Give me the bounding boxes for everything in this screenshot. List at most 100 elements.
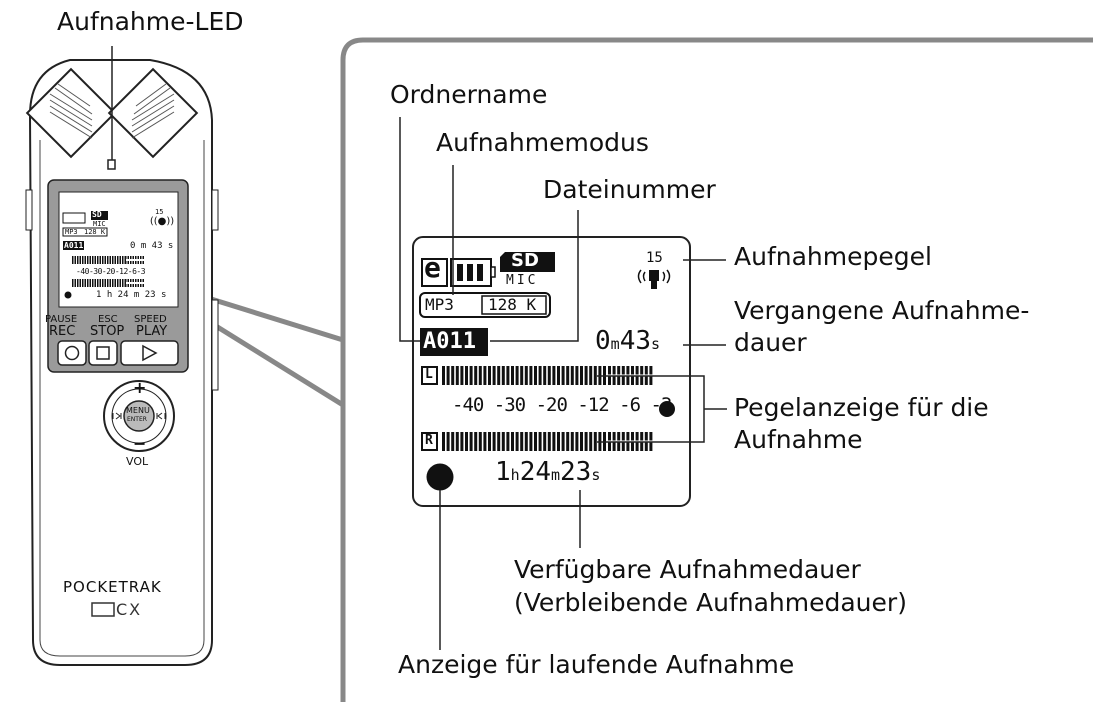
mini-bitrate: 128 K	[84, 228, 106, 236]
label-elapsed-line2: dauer	[734, 328, 807, 357]
sd-label: SD	[511, 250, 539, 271]
mini-battery-icon	[62, 212, 86, 224]
play-button[interactable]	[120, 340, 179, 366]
scale-mark: -12	[577, 394, 609, 416]
meter-segment	[94, 256, 96, 264]
meter-segment	[451, 366, 455, 385]
callout-line-file	[490, 210, 579, 342]
meter-segment	[140, 284, 142, 287]
meter-segment	[102, 279, 104, 287]
folder-name-value: A011	[423, 329, 476, 354]
meter-segment	[635, 432, 639, 441]
meter-segment	[580, 366, 583, 385]
meter-segment	[589, 366, 593, 385]
meter-segment	[501, 432, 505, 451]
meter-segment	[465, 432, 468, 451]
meter-segment	[534, 366, 537, 385]
meter-segment	[104, 279, 106, 287]
vol-plus[interactable]: +	[133, 378, 147, 397]
meter-segment	[140, 256, 142, 259]
meter-segment	[132, 284, 134, 287]
enter-label: ENTER	[127, 416, 147, 423]
mini-remaining: 1 h 24 m 23 s	[96, 290, 167, 300]
meter-segment	[474, 366, 478, 385]
meter-segment	[483, 432, 487, 451]
meter-segment	[612, 366, 616, 375]
meter-segment	[92, 256, 94, 264]
meter-segment	[137, 256, 139, 259]
meter-segment	[593, 432, 597, 451]
menu-enter-button[interactable]	[123, 400, 155, 432]
meter-segment	[135, 256, 137, 259]
meter-segment	[649, 442, 653, 451]
side-button-left	[25, 189, 33, 231]
meter-segment	[488, 432, 491, 451]
stop-icon	[96, 346, 110, 360]
meter-segment	[135, 279, 137, 282]
meter-segment	[114, 279, 116, 287]
vol-minus[interactable]: −	[133, 434, 147, 453]
meter-segment	[483, 366, 487, 385]
meter-segment	[608, 366, 611, 375]
rec-button[interactable]	[57, 340, 87, 366]
meter-segment	[474, 432, 478, 451]
callout-line-folder	[399, 117, 420, 342]
meter-segment	[132, 261, 134, 264]
meter-segment	[79, 256, 81, 264]
meter-segment	[117, 279, 119, 287]
battery-tip	[490, 266, 496, 278]
scale-mark: -20	[535, 394, 568, 416]
meter-segment	[442, 432, 445, 451]
meter-segment	[127, 261, 129, 264]
speed-label: SPEED	[134, 314, 167, 325]
meter-segment	[114, 256, 116, 264]
meter-segment	[524, 366, 528, 385]
meter-segment	[631, 366, 634, 375]
meter-segment	[640, 376, 644, 385]
meter-segment	[621, 432, 625, 441]
stop-button[interactable]	[88, 340, 118, 366]
label-recording-mode: Aufnahmemodus	[436, 128, 649, 157]
device-inner-outline	[39, 140, 205, 657]
mini-rec-dot	[64, 291, 72, 299]
recording-indicator-icon[interactable]	[426, 463, 454, 491]
level-number: 15	[646, 250, 663, 266]
meter-segment	[593, 366, 597, 385]
meter-segment	[570, 432, 574, 451]
channel-left-label: L	[425, 367, 433, 382]
meter-segment	[130, 279, 132, 282]
meter-segment	[626, 366, 630, 375]
meter-segment	[617, 376, 621, 385]
meter-segment	[74, 256, 76, 264]
meter-segment	[140, 279, 142, 282]
skip-back-icon	[112, 412, 122, 420]
meter-segment	[649, 432, 653, 441]
label-folder-name: Ordnername	[390, 80, 548, 109]
meter-segment	[635, 376, 639, 385]
mini-meter-left	[72, 256, 144, 264]
mini-mic-label: MIC	[93, 220, 106, 228]
scale-mark: -40	[452, 394, 484, 416]
meter-segment	[137, 284, 139, 287]
meter-segment	[511, 366, 514, 385]
meter-segment	[87, 256, 89, 264]
meter-segment	[135, 261, 137, 264]
meter-segment	[644, 442, 648, 451]
meter-segment	[99, 256, 101, 264]
battery-bar-2	[467, 264, 473, 281]
meter-segment	[92, 279, 94, 287]
meter-segment	[511, 432, 514, 451]
meter-segment	[608, 442, 611, 451]
meter-segment	[557, 432, 560, 451]
meter-segment	[612, 376, 616, 385]
esc-label: ESC	[98, 314, 118, 325]
meter-segment	[142, 279, 144, 282]
meter-segment	[640, 432, 644, 441]
meter-segment	[130, 261, 132, 264]
meter-segment	[644, 432, 648, 441]
recording-led	[107, 159, 116, 170]
mini-folder: A011	[64, 241, 84, 250]
meter-segment	[79, 279, 81, 287]
meter-segment	[109, 256, 111, 264]
